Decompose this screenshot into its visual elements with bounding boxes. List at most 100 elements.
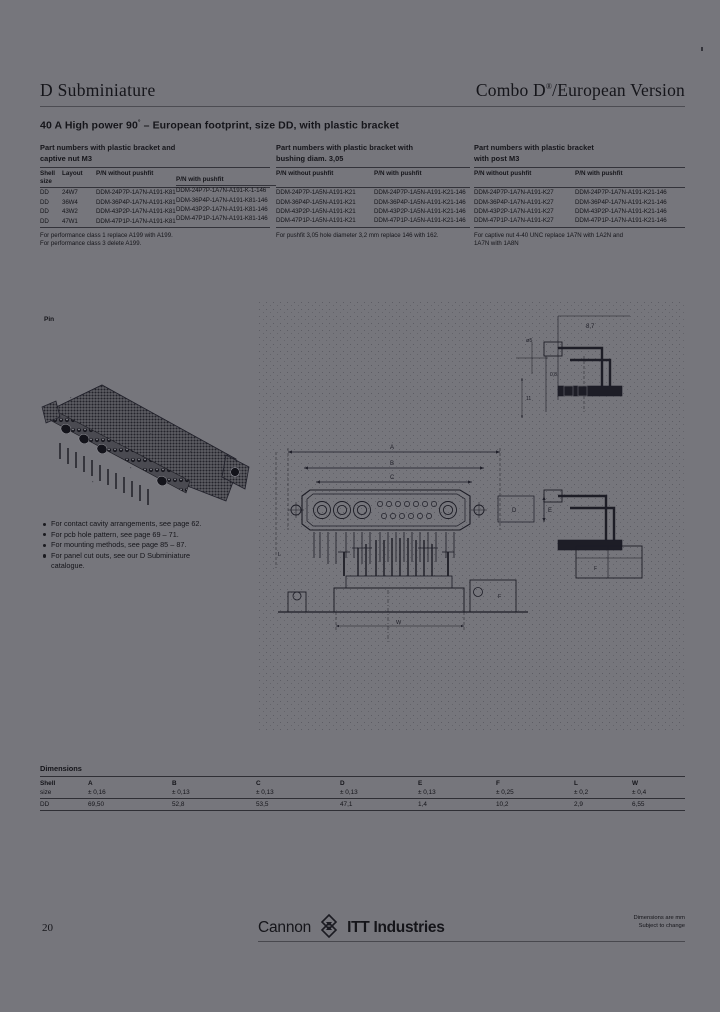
dimensions-title: Dimensions (40, 764, 82, 773)
table-top-rule (474, 167, 685, 168)
col-header-layout: Layout (62, 170, 83, 177)
footer-divider (258, 941, 685, 942)
table-body: DDM-24P7P-1A5N-A191-K21 DDM-24P7P-1A5N-A… (276, 188, 470, 226)
brand-cannon-text: Cannon (258, 919, 312, 936)
table-cell: DDM-47P1P-1A7N-A191-K81-146 (176, 215, 268, 223)
registered-mark: ® (545, 82, 553, 92)
dim-col-d: D ± 0,13 (340, 780, 358, 796)
drawing-label-a: A (390, 445, 394, 451)
drawing-dim-o5: ø5 (526, 338, 532, 344)
part-number-table-post-m3: Part numbers with plastic bracket with p… (474, 143, 685, 249)
drawing-label-e: E (548, 508, 552, 514)
list-item: For contact cavity arrangements, see pag… (42, 519, 257, 530)
table-bottom-rule (474, 226, 685, 228)
col-header-pn-with: P/N with pushfit (374, 170, 422, 177)
table-top-rule (40, 167, 270, 168)
part-number-table-bushing: Part numbers with plastic bracket with b… (276, 143, 470, 240)
drawing-detail-label: F (594, 566, 597, 572)
table-row: DD 24W7 DDM-24P7P-1A7N-A191-K81 (40, 189, 176, 197)
table-top-rule (276, 167, 470, 168)
dim-col-e: E ± 0,13 (418, 780, 436, 796)
dimensions-bottom-rule (40, 810, 685, 811)
table-body: DD 24W7 DDM-24P7P-1A7N-A191-K81 DD 36W4 … (40, 188, 270, 226)
page-subtitle: 40 A High power 90° – European footprint… (40, 119, 399, 132)
itt-logo-icon (316, 913, 342, 943)
dimensions-top-rule (40, 776, 685, 777)
col-header-pn-with: P/N with pushfit (176, 176, 224, 183)
header-right-title: Combo D®/European Version (476, 80, 685, 101)
table-header-rule (474, 187, 685, 189)
table-notes: For pushfit 3,05 hole diameter 3,2 mm re… (276, 231, 439, 239)
table-row: DDM-24P7P-1A7N-A191-K27 DDM-24P7P-1A7N-A… (474, 189, 667, 197)
table-notes: For captive nut 4-40 UNC replace 1A7N wi… (474, 231, 624, 248)
table-cell: DDM-24P7P-1A7N-A191-K-1-146 (176, 187, 267, 195)
technical-drawing-svg: A B C (258, 300, 686, 730)
degree-sign: ° (137, 119, 141, 126)
table-title: Part numbers with plastic bracket with p… (474, 143, 594, 163)
col-header-pn-without: P/N without pushfit (474, 170, 532, 177)
dim-col-b: B ± 0,13 (172, 780, 190, 796)
table-header-rule (40, 187, 270, 189)
col-rule (176, 185, 276, 187)
table-row: DD 43W2 DDM-43P2P-1A7N-A191-K81 (40, 208, 176, 216)
table-row: DD 36W4 DDM-36P4P-1A7N-A191-K81 (40, 198, 176, 206)
dim-col-w: W ± 0,4 (632, 780, 647, 796)
col-header-pn-without: P/N without pushfit (276, 170, 334, 177)
table-row: DDM-36P4P-1A7N-A191-K27 DDM-36P4P-1A7N-A… (474, 198, 667, 206)
header-left-title: D Subminiature (40, 80, 156, 100)
dim-col-l: L ± 0,2 (574, 780, 589, 796)
table-row: DDM-47P1P-1A5N-A191-K21 DDM-47P1P-1A5N-A… (276, 217, 466, 225)
table-cell: DDM-36P4P-1A7N-A191-K81-146 (176, 196, 268, 204)
list-item: For panel cut outs, see our D Subminiatu… (42, 551, 257, 562)
technical-drawing-group: A B C (258, 300, 686, 730)
header-divider (40, 106, 685, 107)
dimensions-header-row: Shell size A ± 0,16 B ± 0,13 C ± 0,13 D … (40, 777, 685, 797)
dimensions-table: Dimensions Shell size A ± 0,16 B ± 0,13 … (40, 764, 685, 811)
drawing-dim-11: 11 (526, 396, 531, 402)
drawing-label-l: L (278, 552, 281, 558)
page-number: 20 (42, 922, 53, 934)
table-header-row: Shell size Layout P/N without pushfit (40, 168, 270, 186)
table-row: DD 47W1 DDM-47P1P-1A7N-A191-K81 (40, 217, 176, 225)
list-item: For pcb hole pattern, see page 69 – 71. (42, 530, 257, 541)
corner-registration-mark (701, 47, 703, 51)
brand-itt-text: ITT Industries (347, 919, 445, 936)
drawing-label-w: W (396, 620, 402, 626)
footer-note: Dimensions are mm Subject to change (633, 914, 685, 930)
header-right-main: Combo D (475, 80, 546, 100)
table-row: DDM-43P2P-1A7N-A191-K27 DDM-43P2P-1A7N-A… (474, 208, 667, 216)
table-header-rule (276, 187, 470, 189)
dim-col-c: C ± 0,13 (256, 780, 274, 796)
footer-note-line1: Dimensions are mm (633, 915, 685, 921)
photo-caption-pin: Pin (44, 316, 55, 323)
reference-bullet-list: For contact cavity arrangements, see pag… (42, 519, 257, 572)
table-row: DDM-36P4P-1A5N-A191-K21 DDM-36P4P-1A5N-A… (276, 198, 466, 206)
connector-photo-svg (41, 384, 250, 505)
table-row: DDM-47P1P-1A7N-A191-K27 DDM-47P1P-1A7N-A… (474, 217, 667, 225)
dim-col-a: A ± 0,16 (88, 780, 106, 796)
table-notes: For performance class 1 replace A199 wit… (40, 232, 173, 248)
part-number-table-captive-nut: Part numbers with plastic bracket and ca… (40, 143, 270, 249)
table-body: DDM-24P7P-1A7N-A191-K27 DDM-24P7P-1A7N-A… (474, 188, 685, 226)
footer-brand: Cannon ITT Industries (258, 913, 453, 943)
drawing-label-d: D (512, 508, 517, 514)
table-row: DDM-43P2P-1A5N-A191-K21 DDM-43P2P-1A5N-A… (276, 208, 466, 216)
table-cell: DDM-43P2P-1A7N-A191-K81-146 (176, 206, 268, 214)
drawing-label-b: B (390, 461, 394, 467)
dim-col-shell: Shell size (40, 780, 56, 796)
drawing-dim-87: 8,7 (586, 324, 595, 330)
list-item-continuation: catalogue. (51, 561, 85, 571)
footer-note-line2: Subject to change (638, 923, 685, 929)
table-title: Part numbers with plastic bracket with b… (276, 143, 414, 163)
drawing-label-f: F (498, 594, 502, 600)
subtitle-pre: 40 A High power 90 (40, 119, 138, 132)
dim-col-f: F ± 0,25 (496, 780, 514, 796)
col-header-shell-size: Shell size (40, 170, 56, 186)
drawing-label-c: C (390, 475, 395, 481)
table-header-row: P/N without pushfit P/N with pushfit (474, 168, 685, 178)
page-header: D Subminiature Combo D®/European Version (40, 80, 685, 104)
table-bottom-rule (276, 226, 470, 228)
table-header-row: P/N without pushfit P/N with pushfit (276, 168, 470, 178)
table-bottom-rule (40, 227, 270, 229)
